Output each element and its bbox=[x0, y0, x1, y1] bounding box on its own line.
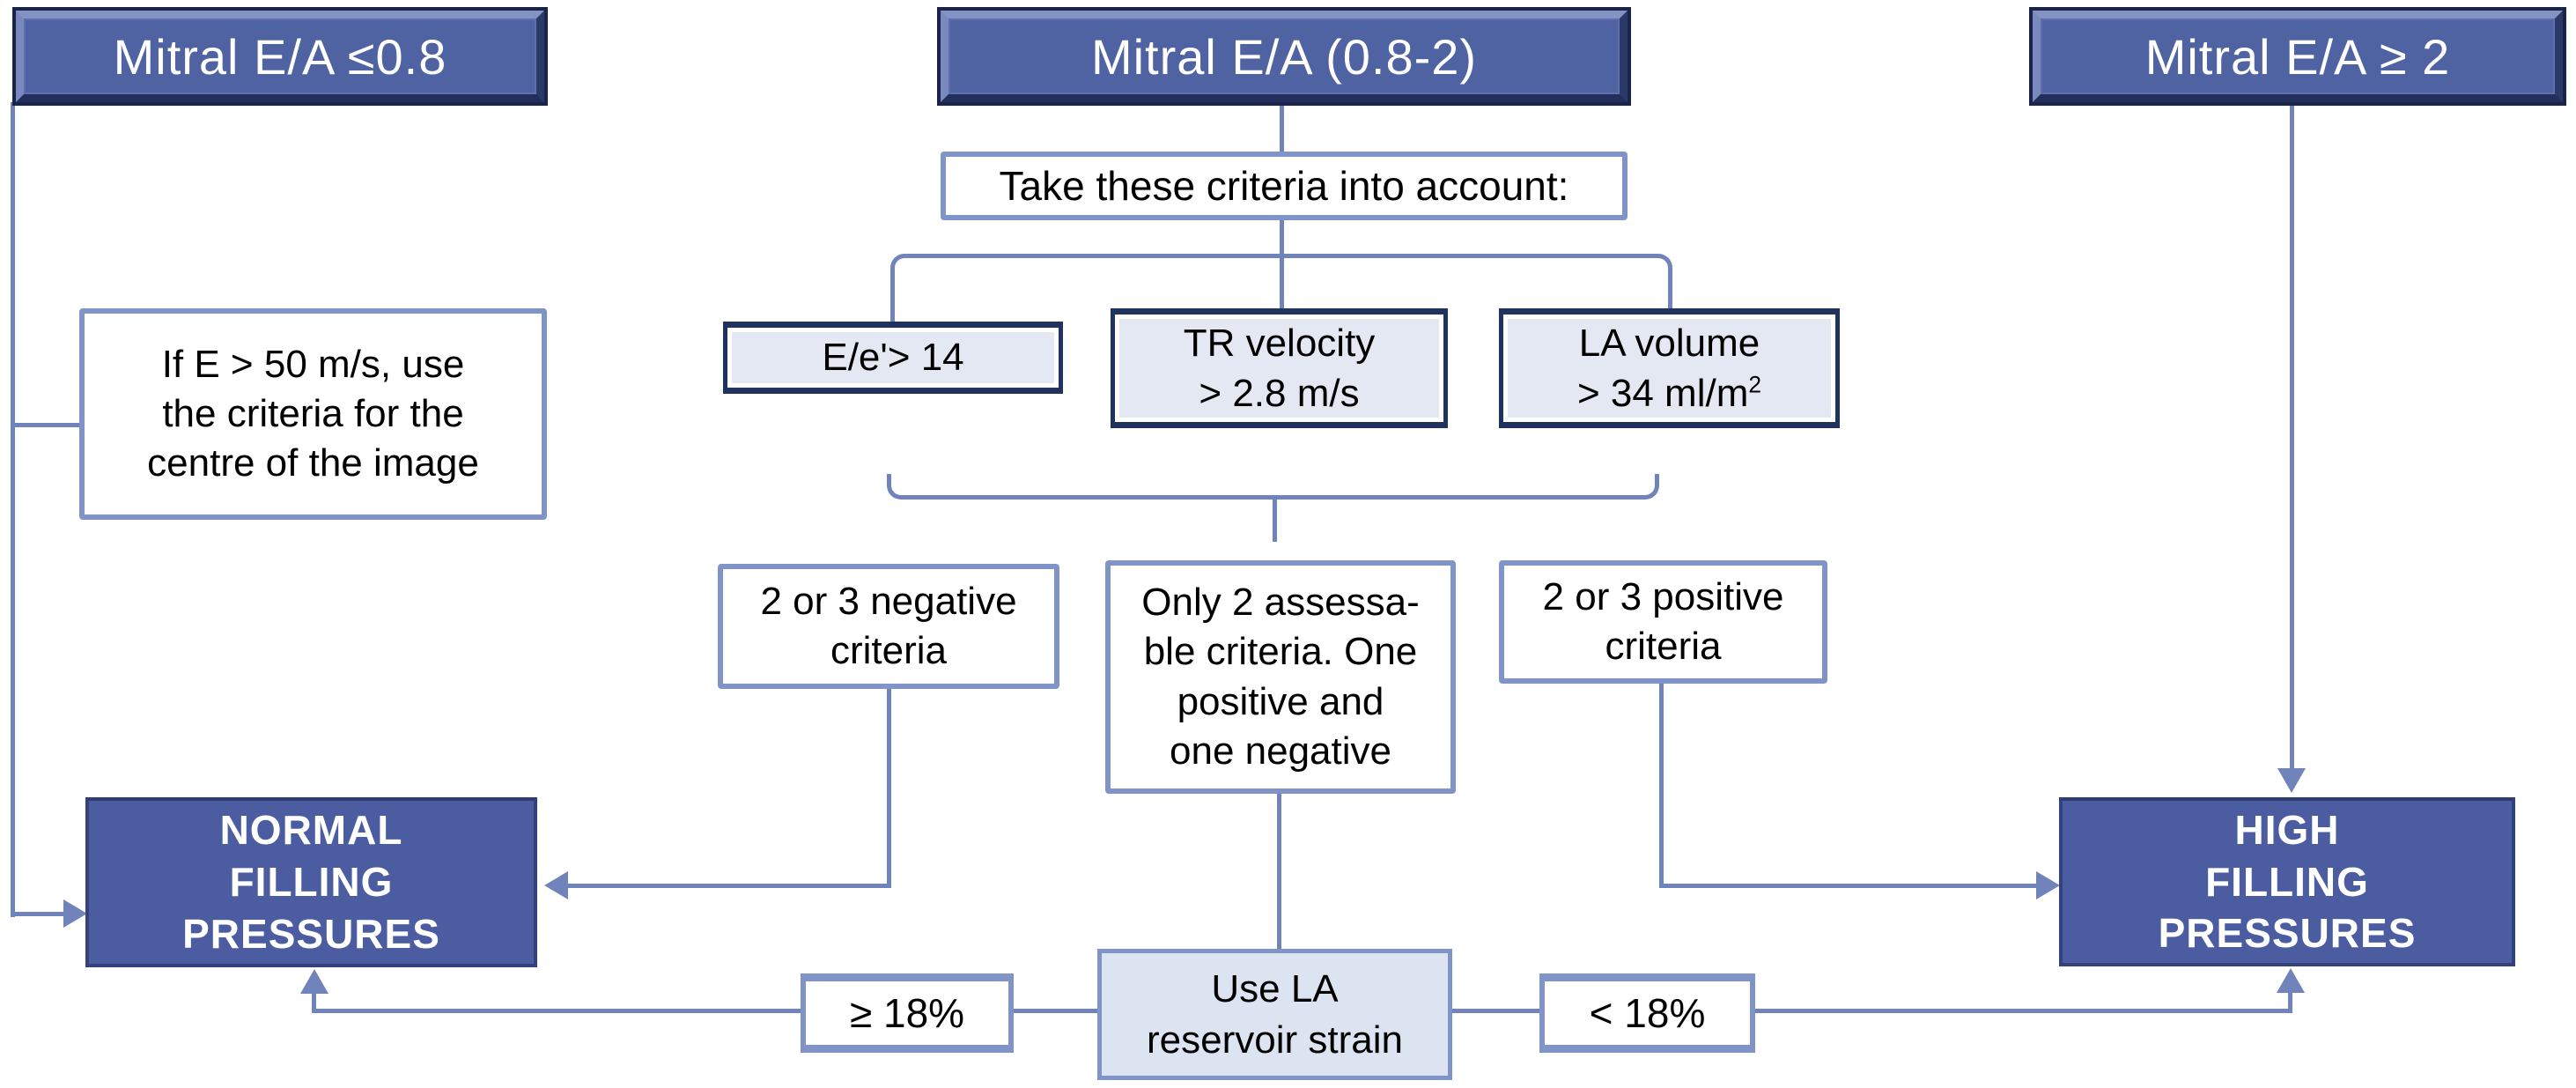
arrowhead-into-normal-left bbox=[63, 899, 87, 928]
connector-bracket-tick bbox=[1273, 498, 1277, 542]
connector-center-header-drop bbox=[1280, 100, 1284, 153]
connector-positive-drop bbox=[1659, 682, 1664, 888]
criterion-tr-velocity-line: > 2.8 m/s bbox=[1199, 372, 1360, 415]
connector-split-stub-center bbox=[1280, 255, 1284, 310]
note-line: If E > 50 m/s, use bbox=[161, 342, 465, 386]
connector-bracket bbox=[887, 474, 1659, 500]
header-mitral-ea-mid-label: Mitral E/A (0.8-2) bbox=[1090, 28, 1478, 85]
connector-left-elbow bbox=[11, 912, 65, 916]
outcome-negative-line: 2 or 3 negative bbox=[760, 579, 1017, 623]
criterion-e-over-eprime: E/e'> 14 bbox=[723, 322, 1063, 394]
strain-use-la-line: Use LA bbox=[1211, 967, 1339, 1011]
outcome-mixed-line: positive and bbox=[1177, 679, 1384, 723]
header-mitral-ea-high-label: Mitral E/A ≥ 2 bbox=[2144, 28, 2451, 85]
instruction-box: Take these criteria into account: bbox=[941, 152, 1628, 220]
connector-ge18-to-usela bbox=[1014, 1009, 1097, 1013]
result-normal-line: NORMAL bbox=[219, 807, 403, 854]
note-box: If E > 50 m/s, use the criteria for the … bbox=[79, 308, 547, 520]
outcome-negative: 2 or 3 negative criteria bbox=[718, 564, 1059, 689]
outcome-positive: 2 or 3 positive criteria bbox=[1499, 560, 1827, 684]
outcome-mixed-line: Only 2 assessa- bbox=[1141, 580, 1420, 624]
result-high-line: HIGH bbox=[2234, 806, 2340, 853]
outcome-mixed-line: ble criteria. One bbox=[1143, 630, 1418, 674]
outcome-positive-line: 2 or 3 positive bbox=[1542, 574, 1784, 618]
result-high-line: PRESSURES bbox=[2158, 910, 2417, 957]
criterion-la-volume-line2: > 34 ml/m2 bbox=[1577, 368, 1761, 418]
result-normal-line: FILLING bbox=[229, 859, 394, 906]
header-mitral-ea-low: Mitral E/A ≤0.8 bbox=[16, 11, 544, 102]
criterion-tr-velocity-line: TR velocity bbox=[1183, 321, 1376, 365]
outcome-positive-line: criteria bbox=[1605, 625, 1722, 668]
connector-left-branch-to-note bbox=[11, 423, 81, 427]
arrowhead-into-high-left bbox=[2036, 871, 2060, 899]
note-line: the criteria for the bbox=[162, 391, 464, 435]
strain-use-la-box: Use LA reservoir strain bbox=[1097, 949, 1452, 1080]
arrowhead-into-high-top bbox=[2277, 768, 2306, 793]
arrowhead-into-normal-right bbox=[544, 871, 568, 899]
connector-negative-elbow bbox=[564, 884, 891, 888]
criterion-tr-velocity: TR velocity > 2.8 m/s bbox=[1111, 308, 1448, 428]
connector-left-rail bbox=[11, 102, 15, 917]
note-line: centre of the image bbox=[147, 441, 479, 485]
criterion-la-volume-value: > 34 ml/m bbox=[1576, 372, 1749, 415]
strain-use-la-line: reservoir strain bbox=[1147, 1018, 1403, 1062]
instruction-text: Take these criteria into account: bbox=[999, 162, 1569, 209]
strain-ge-18-box: ≥ 18% bbox=[801, 973, 1014, 1053]
connector-instruction-drop bbox=[1280, 218, 1284, 257]
connector-lt18-up bbox=[2288, 988, 2292, 1013]
arrowhead-into-high-bottom bbox=[2277, 968, 2305, 993]
connector-right-rail bbox=[2290, 100, 2294, 770]
criterion-la-volume-sup: 2 bbox=[1748, 371, 1762, 398]
connector-ge18-to-normal bbox=[312, 1009, 801, 1013]
strain-ge-18-label: ≥ 18% bbox=[849, 990, 965, 1036]
result-high-filling-pressures: HIGH FILLING PRESSURES bbox=[2059, 797, 2515, 966]
connector-negative-drop bbox=[887, 687, 891, 888]
connector-mixed-drop bbox=[1277, 792, 1281, 951]
header-mitral-ea-mid: Mitral E/A (0.8-2) bbox=[941, 11, 1628, 102]
criterion-la-volume: LA volume > 34 ml/m2 bbox=[1499, 308, 1840, 428]
connector-positive-elbow bbox=[1659, 884, 2040, 888]
criterion-e-over-eprime-label: E/e'> 14 bbox=[822, 336, 964, 380]
connector-lt18-to-high bbox=[1755, 1009, 2292, 1013]
outcome-mixed-line: one negative bbox=[1170, 729, 1391, 773]
outcome-negative-line: criteria bbox=[830, 629, 948, 672]
result-normal-filling-pressures: NORMAL FILLING PRESSURES bbox=[85, 797, 537, 967]
outcome-mixed: Only 2 assessa- ble criteria. One positi… bbox=[1105, 560, 1456, 794]
criterion-la-volume-line: LA volume bbox=[1578, 321, 1760, 365]
result-high-line: FILLING bbox=[2205, 858, 2369, 905]
arrowhead-into-normal-bottom bbox=[300, 969, 328, 994]
connector-split-stub-left bbox=[890, 293, 895, 323]
connector-usela-to-lt18 bbox=[1452, 1009, 1539, 1013]
strain-lt-18-box: < 18% bbox=[1539, 973, 1755, 1053]
result-normal-line: PRESSURES bbox=[182, 910, 440, 957]
strain-lt-18-label: < 18% bbox=[1589, 990, 1706, 1036]
connector-ge18-up bbox=[312, 990, 316, 1013]
connector-split-stub-right bbox=[1668, 293, 1672, 311]
header-mitral-ea-low-label: Mitral E/A ≤0.8 bbox=[113, 28, 447, 85]
header-mitral-ea-high: Mitral E/A ≥ 2 bbox=[2033, 11, 2563, 102]
